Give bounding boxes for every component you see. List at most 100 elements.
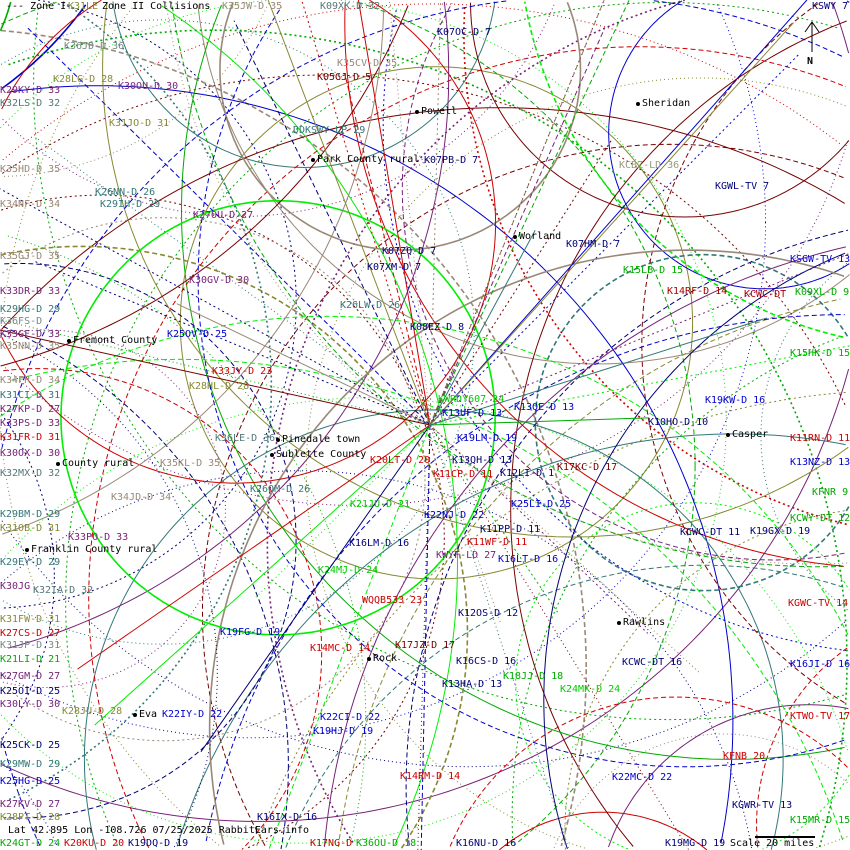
station-label[interactable]: K29IH-D 29 [100, 199, 161, 210]
station-label[interactable]: K14RF-D 14 [667, 286, 728, 297]
station-label[interactable]: K24MK-D 24 [560, 684, 621, 695]
station-label[interactable]: K25CK-D 25 [0, 740, 61, 751]
station-label[interactable]: K09XK-D 32 [320, 1, 381, 12]
station-label[interactable]: K34NF-D 34 [0, 199, 61, 210]
station-label[interactable]: K31FR-D 31 [0, 432, 61, 443]
station-label[interactable]: K09XL-D 9 [795, 287, 850, 298]
station-label[interactable]: K14MC-D 14 [310, 643, 371, 654]
station-label[interactable]: K07PB-D 7 [424, 155, 479, 166]
station-label[interactable]: K20LT-D 20 [370, 455, 431, 466]
station-label[interactable]: K16CS-D 16 [456, 656, 517, 667]
station-label[interactable]: K12LI-D 1 [500, 468, 555, 479]
station-label[interactable]: K29EY-D 29 [0, 557, 61, 568]
station-label[interactable]: K32MX-D 32 [0, 468, 61, 479]
station-label[interactable]: K28LG-D 28 [53, 74, 114, 85]
station-label[interactable]: K31FW-D 31 [0, 614, 61, 625]
station-label[interactable]: K34FR-D 34 [0, 375, 61, 386]
station-label[interactable]: K35KL-D 35 [160, 458, 221, 469]
station-label[interactable]: K29HG-D 29 [0, 304, 61, 315]
station-label[interactable]: K34JD-D 34 [111, 492, 172, 503]
station-label[interactable]: K13QH-D 13 [452, 455, 513, 466]
station-label[interactable]: KWRDY607 24 [438, 394, 505, 405]
station-label[interactable]: K15HK-D 15 [790, 348, 850, 359]
station-label[interactable]: KSWY 7 [812, 1, 849, 12]
station-label[interactable]: K31LE [68, 1, 99, 12]
station-label[interactable]: K16IX-D 16 [257, 812, 318, 823]
station-label[interactable]: KGWR-TV 13 [732, 800, 793, 811]
station-label[interactable]: K17KC-D 17 [557, 462, 618, 473]
station-label[interactable]: K36FS-D [0, 316, 43, 327]
station-label[interactable]: K19HJ-D 19 [313, 726, 374, 737]
station-label[interactable]: K07OC-D 7 [437, 27, 492, 38]
station-label[interactable]: KCBZ-LD 36 [619, 160, 680, 171]
station-label[interactable]: K18JJ-D 18 [503, 671, 564, 682]
station-label[interactable]: K11PP-D 11 [480, 524, 541, 535]
station-label[interactable]: KWYF-LD 27 [436, 550, 497, 561]
station-label[interactable]: K21LI-D 21 [0, 654, 61, 665]
station-label[interactable]: K07ZQ-D 7 [382, 246, 437, 257]
station-label[interactable]: K25LI-D 25 [511, 499, 572, 510]
station-label[interactable]: KGWL-TV 7 [715, 181, 770, 192]
station-label[interactable]: WQQB533 23 [362, 595, 423, 606]
station-label[interactable]: K17JZ-D 17 [395, 640, 456, 651]
station-label[interactable]: K33PS-D 33 [0, 418, 61, 429]
station-label[interactable]: K28JU-D 28 [62, 706, 123, 717]
station-label[interactable]: K13NZ-D 13 [790, 457, 850, 468]
station-label[interactable]: K24MJ-D 24 [318, 565, 379, 576]
station-label[interactable]: K22NJ-D 22 [424, 510, 485, 521]
station-label[interactable]: K07XM-D 7 [367, 262, 422, 273]
station-label[interactable]: K10HO-D 10 [648, 417, 709, 428]
station-label[interactable]: K16JI-D 16 [790, 659, 850, 670]
station-label[interactable]: K05GJ-D 5 [317, 72, 372, 83]
station-label[interactable]: K19MG-D 19 [665, 838, 726, 849]
station-label[interactable]: K33PO-D 33 [68, 532, 129, 543]
station-label[interactable]: K25HG-D 25 [0, 776, 61, 787]
station-label[interactable]: K31JO-D 31 [109, 118, 170, 129]
station-label[interactable]: KCWC-DT 16 [622, 657, 683, 668]
station-label[interactable]: K16LM-D 16 [349, 538, 410, 549]
station-label[interactable]: K22MC-D 22 [612, 772, 673, 783]
station-label[interactable]: K31CI-D 31 [0, 390, 61, 401]
station-label[interactable]: KCWC-DT [744, 289, 787, 300]
station-label[interactable]: K14RM-D 14 [400, 771, 461, 782]
station-label[interactable]: K15LB-D 15 [623, 265, 684, 276]
station-label[interactable]: K27GM-D 27 [0, 671, 61, 682]
station-label[interactable]: K29BM-D 29 [0, 509, 61, 520]
station-label[interactable]: K22IY-D 22 [162, 709, 223, 720]
station-label[interactable]: K27KP-D 27 [0, 404, 61, 415]
station-label[interactable]: K16NU-D 16 [456, 838, 517, 849]
station-label[interactable]: K33DR-D 33 [0, 286, 61, 297]
station-label[interactable]: KFNR 9 [812, 487, 849, 498]
station-label[interactable]: K31JP-D 31 [0, 640, 61, 651]
station-label[interactable]: K25OI-D 25 [0, 686, 61, 697]
station-label[interactable]: K20KU-D 20 [64, 838, 125, 849]
station-label[interactable]: K13QE-D 13 [514, 402, 575, 413]
station-label[interactable]: K19LM-D 19 [457, 433, 518, 444]
station-label[interactable]: K19DQ-D 19 [128, 838, 189, 849]
station-label[interactable]: K36JD-D 36 [64, 41, 125, 52]
station-label[interactable]: K30JG [0, 581, 31, 592]
station-label[interactable]: K13HA-D 13 [442, 679, 503, 690]
station-label[interactable]: K07HM-D 7 [566, 239, 621, 250]
station-label[interactable]: K35NN-D 35 [0, 341, 61, 352]
station-label[interactable]: K29KY-D 33 [0, 85, 61, 96]
station-label[interactable]: K11RN-D 11 [790, 433, 850, 444]
station-label[interactable]: K19FG-D 19 [220, 627, 281, 638]
station-label[interactable]: K30OX-D 30 [0, 448, 61, 459]
station-label[interactable]: K19KW-D 16 [705, 395, 766, 406]
station-label[interactable]: K35GJ-D 35 [0, 251, 61, 262]
station-label[interactable]: K25OV-D 25 [167, 329, 228, 340]
station-label[interactable]: K27CS-D 27 [0, 628, 61, 639]
station-label[interactable]: KGWC-TV 14 [788, 598, 849, 609]
station-label[interactable]: K36OU-D 18 [356, 838, 417, 849]
station-label[interactable]: KCWY-DT 12 [790, 513, 850, 524]
station-label[interactable]: K26OM-D 26 [250, 484, 311, 495]
station-label[interactable]: K35HD-D 35 [0, 164, 61, 175]
station-label[interactable]: K33JY-D 23 [212, 366, 273, 377]
station-label[interactable]: K35JW-D 35 [222, 1, 283, 12]
station-label[interactable]: K31OB-D 31 [0, 523, 61, 534]
station-label[interactable]: KSGW-TV 13 [790, 254, 850, 265]
station-label[interactable]: K28PT-D 28 [0, 812, 61, 823]
station-label[interactable]: K21JU-D 21 [350, 499, 411, 510]
